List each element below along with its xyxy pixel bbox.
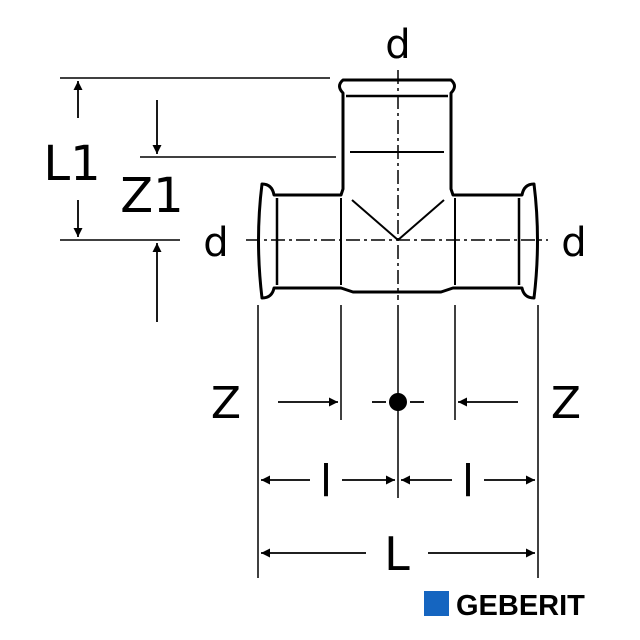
tee-fitting-body [257, 78, 539, 300]
label-Z-left: Z [211, 378, 241, 429]
dimension-labels: d d d L1 Z1 Z Z l l L [43, 22, 586, 581]
label-l-right: l [462, 456, 474, 507]
label-Z1: Z1 [120, 168, 183, 224]
label-d-left: d [203, 220, 228, 266]
label-Z-right: Z [551, 378, 581, 429]
label-L: L [384, 527, 410, 581]
center-point-dot [389, 393, 407, 411]
brand-name: GEBERIT [456, 590, 585, 622]
branch-diagonal-left [351, 199, 399, 241]
fitting-outline [257, 78, 539, 300]
label-L1: L1 [43, 136, 100, 192]
dimension-arrows [73, 81, 535, 558]
branch-diagonal-right [397, 199, 445, 241]
label-l-left: l [320, 456, 332, 507]
label-d-top: d [385, 22, 410, 68]
center-lines [246, 70, 548, 300]
extension-lines [60, 77, 539, 578]
brand-square-icon [424, 591, 449, 616]
label-d-right: d [561, 220, 586, 266]
geberit-logo: GEBERIT [424, 590, 585, 622]
